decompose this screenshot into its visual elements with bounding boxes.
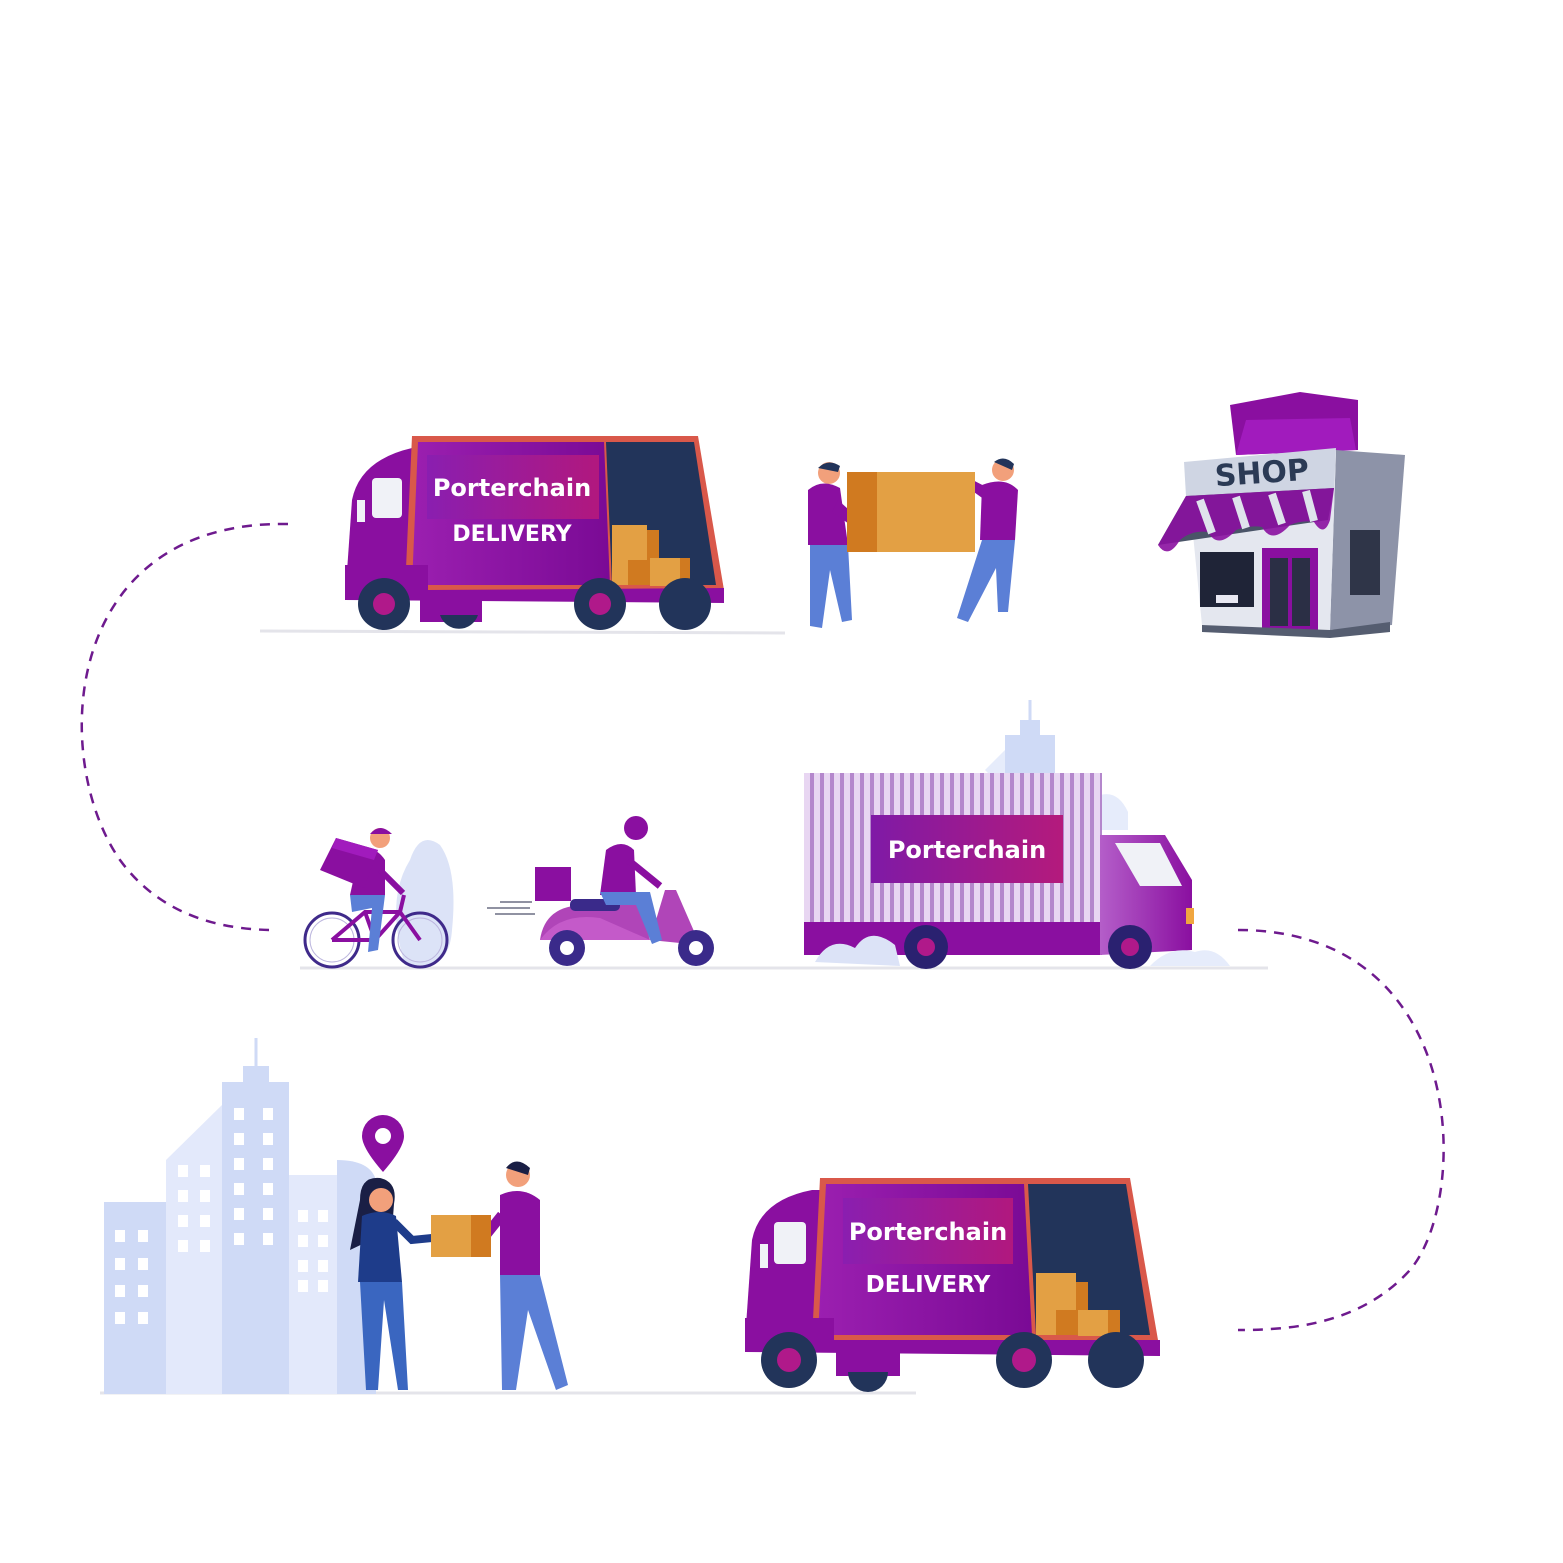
- ground-line-top: [259, 629, 786, 635]
- dashed-route-left: [80, 522, 289, 932]
- truck-top-brand: Porterchain: [433, 474, 591, 502]
- truck-bottom-service: DELIVERY: [866, 1272, 991, 1298]
- truck-bottom-brand: Porterchain: [849, 1218, 1007, 1246]
- truck-top-service: DELIVERY: [452, 522, 572, 547]
- delivery-truck-top: Porterchain DELIVERY: [345, 436, 724, 630]
- location-pin-icon: [362, 1115, 404, 1172]
- shop-sign: SHOP: [1214, 453, 1310, 494]
- scooter-courier: [487, 816, 714, 966]
- box-truck-middle: Porterchain: [804, 773, 1230, 969]
- delivery-truck-bottom: Porterchain DELIVERY: [745, 1178, 1160, 1392]
- truck-middle-brand: Porterchain: [888, 836, 1046, 864]
- man-delivering-package: [431, 1161, 568, 1390]
- dashed-route-right: [1237, 928, 1445, 1332]
- woman-receiving-package: [350, 1177, 433, 1390]
- bicycle-courier: [303, 828, 454, 969]
- shop-building: SHOP: [1158, 392, 1405, 638]
- city-skyline-bottom: [104, 1038, 376, 1394]
- movers-carrying-box: [808, 458, 1018, 628]
